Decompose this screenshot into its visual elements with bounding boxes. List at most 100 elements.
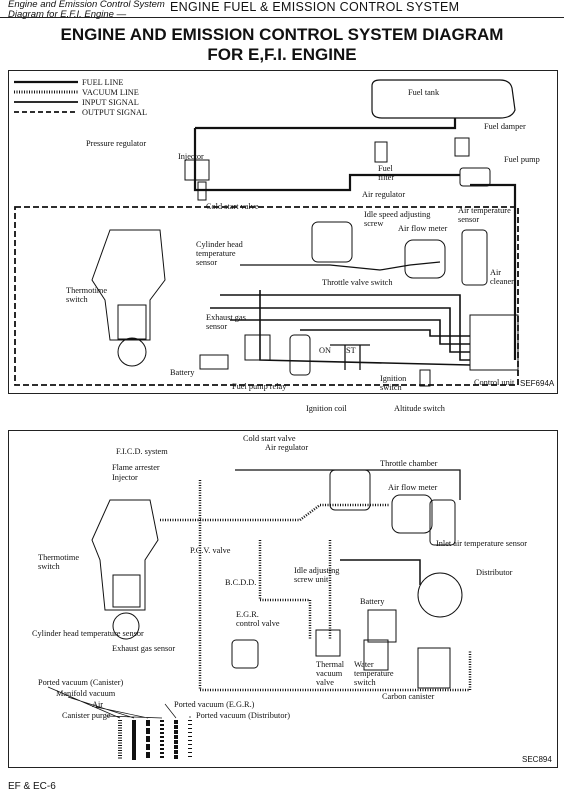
label-cyl-head-2: temperature [196,249,236,258]
label2-throttle-chamber: Throttle chamber [380,459,438,468]
label2-egr-1: E.G.R. [236,610,259,619]
label-air-regulator: Air regulator [362,190,406,199]
fuel-line-top [195,118,457,130]
air-cleaner2 [429,499,456,546]
label2-thermal-2: vacuum [316,669,343,678]
carbon-canister [417,647,451,689]
label-fuel-pump: Fuel pump [504,155,540,164]
label2-flame-arrester: Flame arrester [112,463,160,472]
label2-thermotime-1: Thermotime [38,553,80,562]
label-pressure-regulator: Pressure regulator [86,139,147,148]
label-exhaust-2: sensor [206,322,228,331]
label-air-cleaner-2: cleaner [490,277,514,286]
engine-block [91,229,166,341]
label-air-temp-2: sensor [458,215,480,224]
header-left-line2: Diagram for E.F.I. Engine — [8,9,127,20]
label2-bcdd: B.C.D.D. [225,578,257,587]
label2-egr-2: control valve [236,619,280,628]
figure-code-2: SEC894 [522,755,552,764]
throttle-chamber [311,221,353,263]
figure-code-1: SEF694A [520,379,555,388]
page-title: ENGINE AND EMISSION CONTROL SYSTEM DIAGR… [60,25,504,44]
altitude-switch [419,369,431,387]
air-duct [235,469,461,500]
label2-thermotime-2: switch [38,562,60,571]
label-fuel-pump-relay: Fuel pump relay [232,382,287,391]
label-idle-speed-2: screw [364,219,384,228]
label2-air-regulator: Air regulator [265,443,309,452]
label-fuel-filter-1: Fuel [378,164,393,173]
legend-vacuum-line: VACUUM LINE [82,88,139,97]
legend-input-signal: INPUT SIGNAL [82,98,139,107]
label2-thermal-1: Thermal [316,660,345,669]
label2-ficd-system: F.I.C.D. system [116,447,168,456]
piston2 [112,574,141,608]
fuel-tank [371,79,516,119]
vacuum-hose-1 [160,503,390,522]
legend-fuel-line: FUEL LINE [82,78,124,87]
egr-control-valve [231,639,259,669]
signal-wire-5 [300,329,470,337]
label-exhaust-1: Exhaust gas [206,313,246,322]
emission-diagram-panel [8,430,558,768]
label2-air: Air [92,700,104,709]
fuel-pump-relay [244,334,271,361]
crankshaft [117,337,147,367]
label-on: ON [319,346,331,355]
header-chapter-title: ENGINE FUEL & EMISSION CONTROL SYSTEM [170,0,460,14]
fuel-line-main [193,128,460,192]
pressure-regulator [184,159,210,181]
label2-inlet-air-temp: Inlet air temperature sensor [436,539,527,548]
label2-carbon-canister: Carbon canister [382,692,435,701]
label-air-flow-meter: Air flow meter [398,224,448,233]
page-footer: EF & EC-6 [8,781,56,792]
signal-wire-3 [230,319,470,345]
label2-water-1: Water [354,660,374,669]
efi-diagram-panel [8,70,558,394]
label2-thermal-3: valve [316,678,334,687]
injector [197,181,207,201]
air-cleaner [461,229,488,286]
label2-cold-start-valve: Cold start valve [243,434,296,443]
ignition-switch [330,344,370,370]
label2-ported-egr: Ported vacuum (E.G.R.) [174,700,255,709]
label2-water-3: switch [354,678,376,687]
vacuum-hose-5 [340,559,421,585]
label-fuel-damper: Fuel damper [484,122,526,131]
fuel-filter [374,141,388,163]
label2-cyl-head-temp: Cylinder head temperature sensor [32,629,144,638]
label2-idle-adjusting-2: screw unit [294,575,329,584]
piston [117,304,147,340]
legend-leader-lines [47,686,191,719]
label-altitude-switch: Altitude switch [394,404,445,413]
air-flow-meter [404,239,446,279]
label2-distributor: Distributor [476,568,513,577]
label-ignition-switch-1: Ignition [380,374,407,383]
label2-air-flow-meter: Air flow meter [388,483,438,492]
label-air-temp-1: Air temperature [458,206,511,215]
vacuum-hose-2 [198,480,472,692]
header-section-title: Engine and Emission Control System Diagr… [8,0,168,20]
label2-idle-adjusting-1: Idle adjusting [294,566,340,575]
air-flow-meter2 [391,494,433,534]
label-battery: Battery [170,368,195,377]
fuel-line-return [470,183,517,360]
header-rule [0,17,564,18]
battery2 [367,609,397,643]
label-ignition-coil: Ignition coil [306,404,347,413]
label-ignition-switch-2: switch [380,383,402,392]
ignition-coil [289,334,311,376]
label-air-cleaner-1: Air [490,268,502,277]
label-cold-start-valve: Cold start valve [206,202,259,211]
legend-output-signal: OUTPUT SIGNAL [82,108,148,117]
label-cyl-head-3: sensor [196,258,218,267]
label2-water-2: temperature [354,669,394,678]
engine2-block [91,499,159,611]
label-thermotime-1: Thermotime [66,286,108,295]
label2-battery: Battery [360,597,385,606]
page-subtitle: FOR E,F.I. ENGINE [207,45,357,64]
signal-wire-2 [210,307,470,353]
intake-duct [240,261,441,271]
label-throttle-valve-switch: Throttle valve switch [322,278,393,287]
